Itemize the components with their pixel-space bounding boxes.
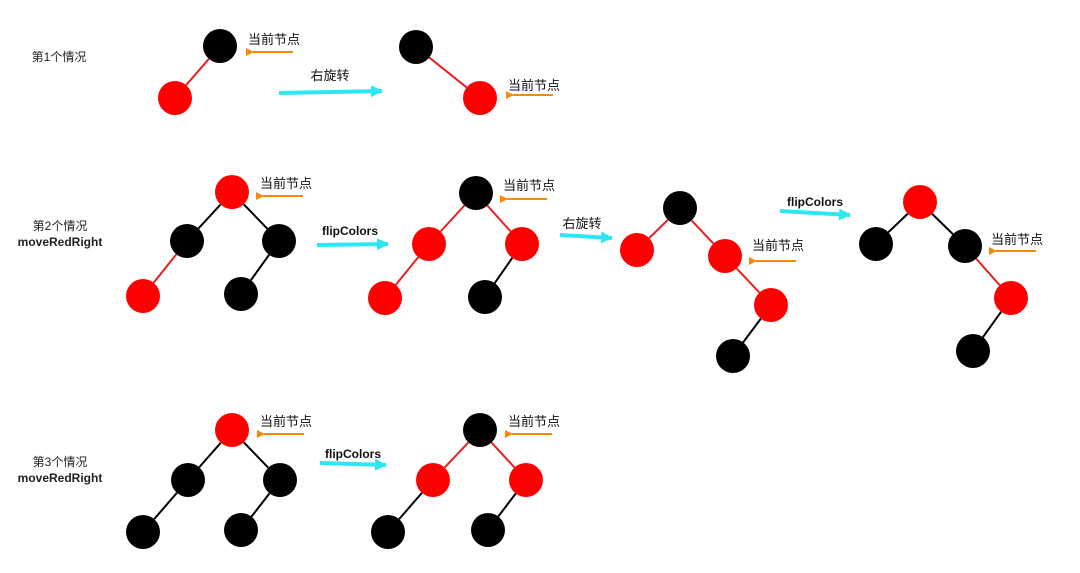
case-3-func: moveRedRight: [17, 471, 103, 485]
transform-label-1: 右旋转: [310, 69, 349, 84]
tree-2-edge-a-b: [428, 56, 468, 89]
tree-3-node-L: [170, 224, 204, 258]
case-2-name: 第2个情况: [32, 219, 88, 233]
tree-5-node-RRL: [716, 339, 750, 373]
case-1-name: 第1个情况: [31, 50, 87, 64]
tree-2-node-a: [399, 30, 433, 64]
tree-6-node-L: [859, 227, 893, 261]
tree-5-edge-r-R: [690, 219, 715, 245]
tree-7-edge-L-LL: [153, 492, 178, 520]
tree-3-edge-R-RL: [250, 254, 270, 281]
tree-4-node-r: [459, 176, 493, 210]
tree-8-current-node-label: 当前节点: [508, 414, 560, 430]
transform-arrow-5: [319, 458, 387, 471]
tree-1-edge-a-b: [185, 58, 210, 86]
tree-8-node-LL: [371, 515, 405, 549]
tree-8-node-L: [416, 463, 450, 497]
tree-7-edge-r-R: [243, 441, 269, 469]
tree-8-node-r: [463, 413, 497, 447]
tree-7-node-r: [215, 413, 249, 447]
tree-4-edge-r-L: [439, 204, 466, 233]
tree-8-edge-r-L: [443, 441, 470, 469]
nodes-layer: [126, 29, 1028, 549]
tree-5-node-RR: [754, 288, 788, 322]
transform-arrow-3: [559, 231, 613, 244]
tree-2-current-node-label: 当前节点: [508, 78, 560, 94]
tree-4-node-LL: [368, 281, 402, 315]
tree-6-edge-r-R: [931, 213, 954, 235]
tree-8-node-R: [509, 463, 543, 497]
transform-arrow-4: [779, 208, 851, 221]
tree-7-current-node-label: 当前节点: [260, 414, 312, 430]
transform-arrow-1: [278, 85, 383, 98]
tree-3-edge-r-R: [243, 203, 268, 230]
tree-4-edge-L-LL: [394, 256, 420, 286]
case-2-label: 第2个情况 moveRedRight: [8, 218, 112, 250]
tree-6-node-R: [948, 229, 982, 263]
tree-3-current-node-label: 当前节点: [260, 176, 312, 192]
tree-4-edge-R-RL: [493, 257, 514, 284]
transform-label-2: flipColors: [322, 224, 378, 238]
tree-6-edge-r-L: [887, 213, 909, 233]
tree-6-edge-RR-RRL: [982, 311, 1002, 338]
tree-4-node-L: [412, 227, 446, 261]
tree-4-node-R: [505, 227, 539, 261]
tree-3-node-LL: [126, 279, 160, 313]
tree-7-node-L: [171, 463, 205, 497]
tree-2-node-b: [463, 81, 497, 115]
tree-6-node-r: [903, 185, 937, 219]
tree-6-node-RRL: [956, 334, 990, 368]
case-2-func: moveRedRight: [17, 235, 103, 249]
tree-5-current-node-label: 当前节点: [752, 238, 804, 254]
tree-3-node-r: [215, 175, 249, 209]
edges-layer: [152, 56, 1002, 520]
tree-4-current-node-label: 当前节点: [503, 178, 555, 194]
tree-3-node-RL: [224, 277, 258, 311]
tree-4-edge-r-R: [486, 204, 512, 233]
tree-1-node-b: [158, 81, 192, 115]
tree-7-node-RL: [224, 513, 258, 547]
transform-label-4: flipColors: [787, 195, 843, 209]
tree-1-node-a: [203, 29, 237, 63]
tree-4-node-RL: [468, 280, 502, 314]
tree-5-node-r: [663, 191, 697, 225]
tree-6-node-RR: [994, 281, 1028, 315]
tree-7-edge-R-RL: [250, 492, 271, 518]
case-1-label: 第1个情况: [14, 49, 104, 65]
tree-6-current-node-label: 当前节点: [991, 232, 1043, 248]
tree-8-edge-L-LL: [398, 492, 423, 520]
tree-8-edge-r-R: [490, 441, 516, 469]
transform-arrow-2: [316, 238, 389, 251]
tree-5-edge-r-L: [648, 219, 669, 239]
tree-6-edge-R-RR: [975, 258, 1001, 286]
tree-7-node-R: [263, 463, 297, 497]
arrows-layer: 当前节点当前节点当前节点当前节点当前节点当前节点当前节点当前节点右旋转flipC…: [246, 32, 1043, 471]
case-3-name: 第3个情况: [32, 455, 88, 469]
tree-5-edge-R-RR: [735, 267, 761, 294]
tree-5-edge-RR-RRL: [742, 318, 762, 343]
transform-label-5: flipColors: [325, 447, 381, 461]
tree-5-node-L: [620, 233, 654, 267]
tree-3-node-R: [262, 224, 296, 258]
case-3-label: 第3个情况 moveRedRight: [8, 454, 112, 486]
tree-1-current-node-label: 当前节点: [248, 32, 300, 48]
tree-8-edge-R-RL: [497, 492, 517, 518]
tree-7-node-LL: [126, 515, 160, 549]
tree-5-node-R: [708, 239, 742, 273]
tree-8-node-RL: [471, 513, 505, 547]
tree-3-edge-L-LL: [152, 253, 178, 284]
transform-label-3: 右旋转: [562, 217, 601, 232]
tree-3-edge-r-L: [197, 203, 222, 230]
tree-7-edge-r-L: [198, 442, 222, 468]
